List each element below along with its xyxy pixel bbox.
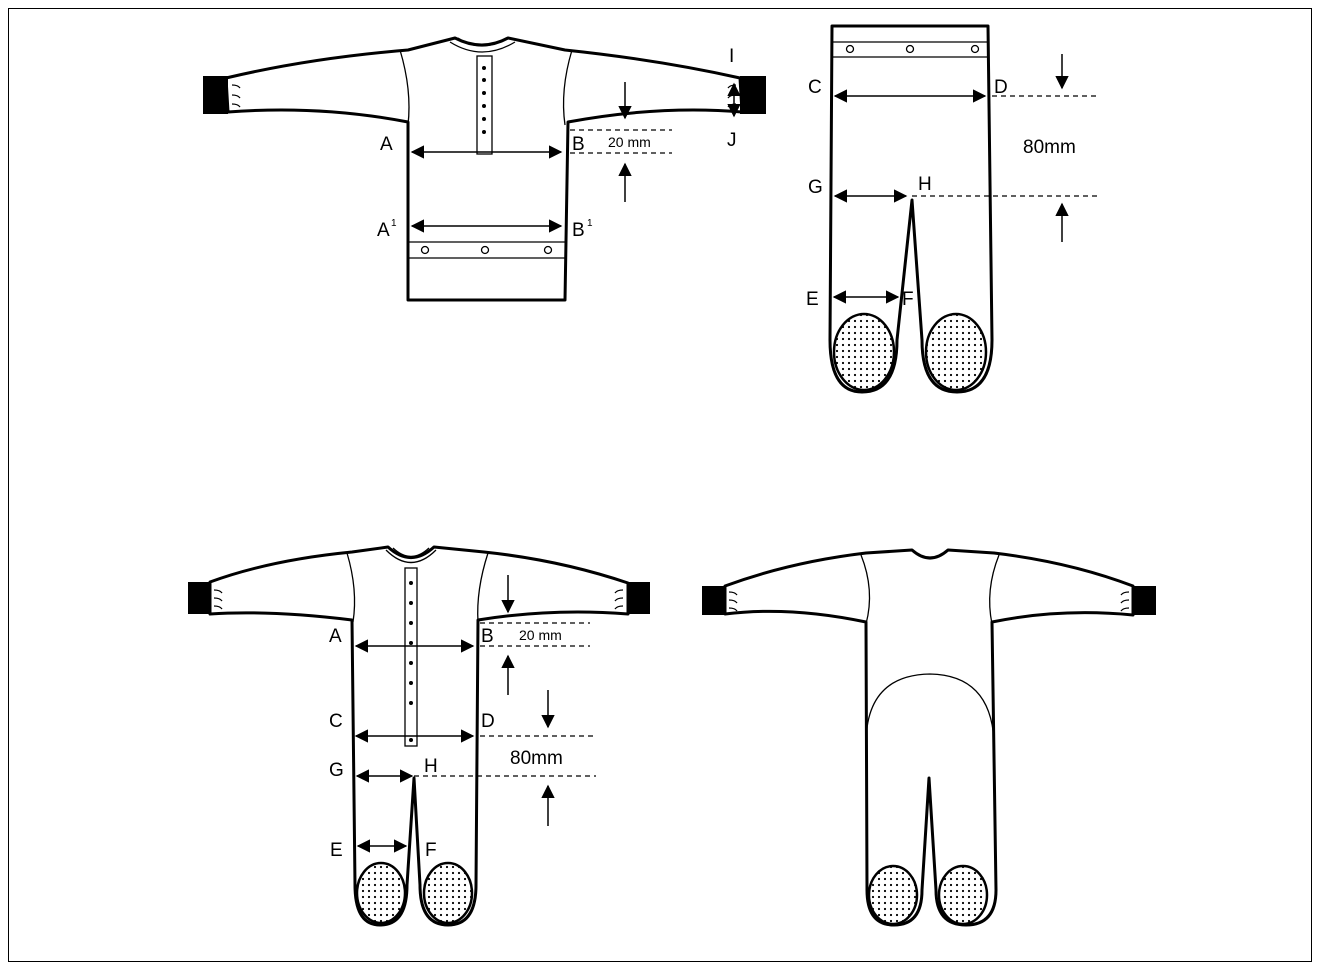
right-sole (924, 312, 988, 392)
left-sole (832, 312, 896, 392)
label-B1: B (572, 220, 585, 241)
label-H: H (424, 756, 438, 777)
label-E: E (330, 840, 343, 861)
label-B: B (481, 626, 494, 647)
figure-frame (8, 8, 1312, 962)
label-A: A (380, 134, 393, 155)
label-C: C (329, 711, 343, 732)
coverall-measure-80mm: 80mm (510, 748, 563, 769)
label-E: E (806, 289, 819, 310)
label-D: D (994, 77, 1008, 98)
label-A1-sup: 1 (391, 218, 397, 229)
coverall-measure-20mm: 20 mm (519, 627, 562, 643)
trousers-drawing: C D G H E F 80mm (806, 24, 1100, 394)
label-I: I (729, 46, 734, 67)
label-G: G (329, 760, 344, 781)
label-J: J (727, 130, 737, 151)
shirt-drawing: A B A 1 B 1 I J 20 mm (203, 36, 766, 302)
label-C: C (808, 77, 822, 98)
label-B: B (572, 134, 585, 155)
coverall-front-drawing: A B C D G H E F 20 mm 80mm (188, 545, 650, 927)
shirt-buttons (482, 66, 486, 134)
left-cuff (203, 76, 228, 114)
label-A1: A (377, 220, 390, 241)
label-A: A (329, 626, 342, 647)
label-D: D (481, 711, 495, 732)
trousers-measure-80mm: 80mm (1023, 137, 1076, 158)
label-F: F (902, 289, 914, 310)
label-G: G (808, 177, 823, 198)
label-F: F (425, 840, 437, 861)
right-cuff (740, 76, 766, 114)
label-H: H (918, 174, 932, 195)
label-B1-sup: 1 (587, 218, 593, 229)
coverall-back-drawing (702, 548, 1156, 927)
shirt-measure-20mm: 20 mm (608, 134, 651, 150)
